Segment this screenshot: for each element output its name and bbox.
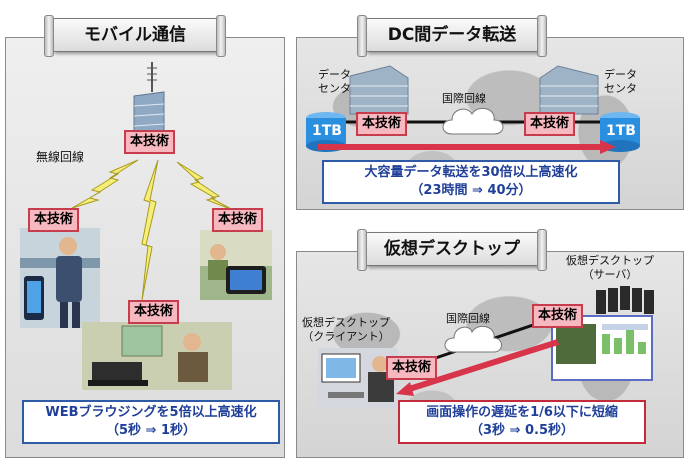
dc-result-line2: （23時間 ⇒ 40分） (410, 183, 532, 198)
mobile-title: モバイル通信 (44, 15, 226, 57)
person-laptop-illustration (82, 322, 232, 390)
server-label: 仮想デスクトップ （サーバ） (566, 254, 654, 281)
mobile-result-line1: WEBブラウジングを5倍以上高速化 (45, 405, 257, 420)
mobile-result-line2: （5秒 ⇒ 1秒） (105, 423, 197, 438)
datacenter-right-label: データ センタ (604, 68, 637, 95)
latency-arrow (396, 339, 559, 396)
cloud-icon (444, 325, 502, 353)
cloud-icon (442, 107, 504, 135)
dc-intl-line-label: 国際回線 (442, 92, 486, 105)
person-pc-illustration (318, 348, 398, 408)
dc-title: DC間データ転送 (357, 15, 547, 57)
tech-tag-laptop: 本技術 (128, 300, 180, 324)
db-right-label: 1TB (606, 123, 636, 139)
datacenter-left-label: データ センタ (318, 68, 351, 95)
database-icon (600, 112, 640, 152)
dc-result-line1: 大容量データ転送を30倍以上高速化 (364, 165, 578, 180)
server-rack-icon (596, 286, 654, 314)
vdesk-title: 仮想デスクトップ (357, 229, 547, 271)
tech-tag-client: 本技術 (386, 356, 438, 380)
mobile-result-box: WEBブラウジングを5倍以上高速化 （5秒 ⇒ 1秒） (22, 400, 280, 444)
transfer-arrow (318, 140, 616, 154)
person-phone-illustration (20, 228, 100, 328)
lightning-bolt-icon (141, 159, 159, 301)
lightning-bolt-icon (176, 161, 234, 211)
vdesk-result-box: 画面操作の遅延を1/6以下に短縮 （3秒 ⇒ 0.5秒） (398, 400, 646, 444)
datacenter-building-icon (349, 65, 409, 115)
tech-tag-phone: 本技術 (28, 208, 80, 232)
cell-tower-icon (133, 62, 165, 133)
tech-tag-tablet: 本技術 (212, 208, 264, 232)
dc-result-box: 大容量データ転送を30倍以上高速化 （23時間 ⇒ 40分） (322, 160, 620, 204)
tech-tag-tower: 本技術 (124, 130, 176, 154)
client-label: 仮想デスクトップ （クライアント） (302, 316, 390, 343)
vdesk-result-line1: 画面操作の遅延を1/6以下に短縮 (426, 405, 618, 420)
vdesk-intl-line-label: 国際回線 (446, 312, 490, 325)
vdesk-result-line2: （3秒 ⇒ 0.5秒） (469, 423, 575, 438)
datacenter-building-icon (539, 65, 599, 115)
lightning-bolt-icon (71, 159, 139, 209)
tech-tag-dc-left: 本技術 (356, 112, 408, 136)
wireless-label: 無線回線 (36, 150, 85, 164)
person-tablet-illustration (200, 230, 272, 300)
tech-tag-dc-right: 本技術 (524, 112, 576, 136)
tech-tag-server: 本技術 (532, 304, 584, 328)
db-left-label: 1TB (312, 123, 342, 139)
